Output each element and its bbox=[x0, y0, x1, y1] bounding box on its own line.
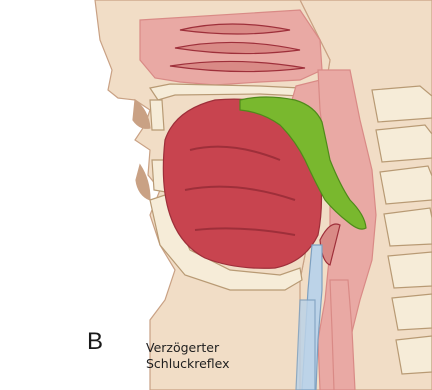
vertebra-1 bbox=[372, 86, 432, 122]
caption-line-2: Schluckreflex bbox=[146, 356, 230, 372]
trachea bbox=[296, 300, 315, 390]
vertebra-3 bbox=[380, 166, 432, 204]
panel-letter: B bbox=[87, 330, 103, 354]
vertebra-7 bbox=[396, 336, 432, 374]
figure-caption: Verzögerter Schluckreflex bbox=[146, 340, 230, 372]
vertebra-6 bbox=[392, 294, 432, 330]
vertebra-4 bbox=[384, 208, 432, 246]
vertebra-2 bbox=[376, 125, 432, 162]
vertebra-5 bbox=[388, 252, 432, 288]
upper-teeth bbox=[150, 100, 164, 130]
caption-line-1: Verzögerter bbox=[146, 340, 230, 356]
